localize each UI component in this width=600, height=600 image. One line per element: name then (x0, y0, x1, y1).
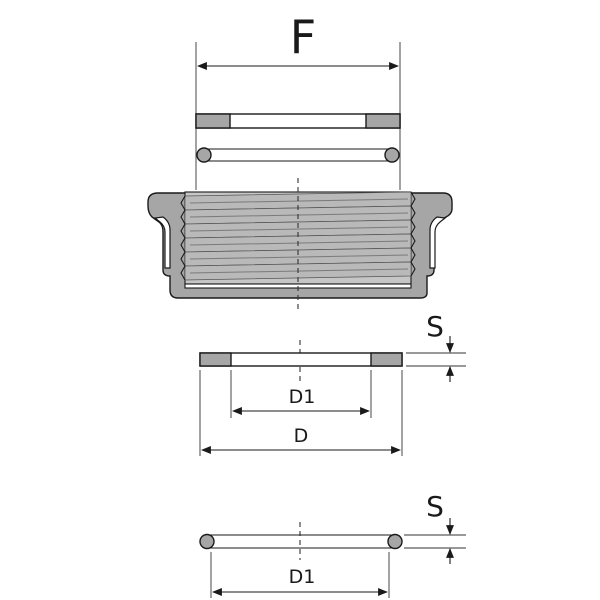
o-ring-detail: S D1 (199, 490, 466, 598)
thread-crests (189, 198, 409, 274)
threaded-cap (147, 191, 453, 299)
oring-d1-label: D1 (289, 566, 316, 588)
oring-section-left (199, 533, 215, 550)
top-oring-section-right (384, 147, 400, 163)
top-washer-section-left (195, 113, 231, 129)
f-label: F (290, 10, 316, 64)
thread-profile-left (180, 195, 186, 281)
top-flat-washer (195, 113, 401, 129)
f-dimension: F (195, 10, 401, 190)
flat-washer-detail: S D1 D (199, 310, 466, 456)
oring-s-label: S (426, 490, 444, 523)
top-o-ring (196, 147, 400, 163)
top-oring-section-left (196, 147, 212, 163)
washer-section-right (370, 352, 403, 367)
washer-s-label: S (426, 310, 444, 343)
oring-section-right (387, 533, 403, 550)
washer-section-left (199, 352, 232, 367)
washer-d1-label: D1 (289, 386, 316, 408)
top-washer-section-right (365, 113, 401, 129)
thread-profile-right (410, 191, 416, 277)
cap-right-groove (429, 216, 447, 269)
washer-d-label: D (294, 425, 309, 447)
cap-left-groove (153, 216, 171, 269)
